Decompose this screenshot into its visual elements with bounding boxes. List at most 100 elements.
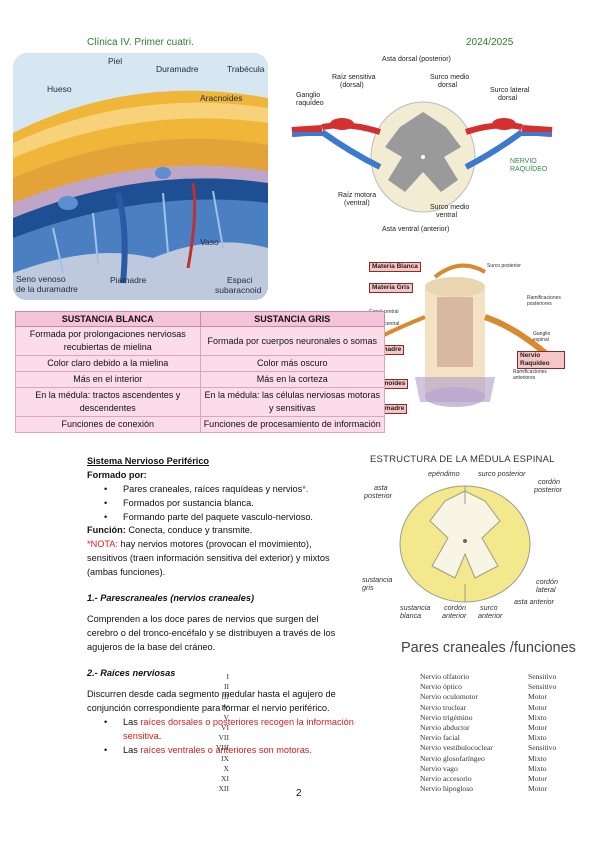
label-surco-posterior: surco posterior (478, 469, 526, 478)
bullet-red-text: raíces ventrales o anteriores son motora… (140, 745, 312, 755)
label-asta-ventral: Asta ventral (anterior) (382, 226, 450, 233)
comparison-table: SUSTANCIA BLANCA SUSTANCIA GRIS Formada … (15, 311, 385, 433)
label-cordon-anterior-1: cordón (444, 603, 466, 612)
pares-function: Sensitivo (528, 743, 557, 753)
asterisk-mark: *. (302, 484, 309, 494)
label-nervio-2: RAQUÍDEO (510, 166, 548, 173)
pares-number: XI (220, 773, 229, 783)
label-seno-2: de la duramadre (16, 284, 78, 294)
tag-materia-gris: Materia Gris (369, 283, 413, 293)
table-cell: Funciones de conexión (15, 416, 201, 433)
bullet-red-text: sensitiva (123, 731, 159, 741)
label-cordon-posterior-1: cordón (538, 477, 560, 486)
header-course: Clínica IV. Primer cuatri. (87, 37, 194, 48)
pares-function: Motor (528, 722, 547, 732)
label-asta-posterior-2: posterior (364, 491, 392, 500)
tag-materia-blanca: Materia Blanca (369, 262, 421, 272)
spinal-cord-diagram: Asta dorsal (posterior) Raíz sensitiva (… (290, 52, 554, 242)
label-piel: Piel (108, 56, 123, 66)
pares-name: Nervio vestibulococlear (420, 743, 493, 753)
table-cell: Funciones de procesamiento de informació… (199, 416, 385, 433)
page-number: 2 (296, 788, 302, 799)
section-title-snp: Sistema Nervioso Periférico (87, 456, 210, 466)
bullet-text: Formados por sustancia blanca. (123, 498, 254, 508)
pares-number: III (221, 692, 229, 702)
nota-line-3: (ambas funciones). (87, 567, 166, 577)
label-ependimo: epéndimo (428, 469, 460, 478)
funcion-label: Función: (87, 525, 126, 535)
label-surco-lateral-2: dorsal (498, 95, 518, 102)
pares-name: Nervio facial (420, 733, 460, 743)
estructura-title: ESTRUCTURA DE LA MÉDULA ESPINAL (370, 454, 555, 465)
label-ganglio-1: Ganglio (296, 92, 321, 99)
section-title-pares: 1.- Parescraneales (nervios craneales) (87, 593, 255, 603)
pares-name: Nervio abductor (420, 722, 470, 732)
table-cell: Más en el interior (15, 371, 201, 388)
table-header-blanca: SUSTANCIA BLANCA (15, 311, 201, 327)
label-nervio-1: NERVIO (510, 158, 537, 165)
label-raiz-sensitiva-1: Raíz sensitiva (332, 74, 376, 81)
funcion-line: Función: Conecta, conduce y transmite. (87, 523, 252, 537)
tag-nervio-raquideo: Nervio Raquídeo (517, 351, 565, 369)
label-ganglio-2: espinal (533, 337, 549, 343)
sec1-line-1: Comprenden a los doce pares de nervios q… (87, 614, 319, 624)
pares-number: IX (220, 753, 229, 763)
label-ganglio-2: raquídeo (296, 100, 324, 107)
label-espacio-2: subaracnoid (215, 285, 262, 295)
bullet-red-text: raíces dorsales o posteriores recogen la… (140, 717, 354, 727)
estructura-diagram: epéndimo surco posterior cordón posterio… (360, 466, 570, 620)
label-asta-anterior: asta anterior (514, 597, 554, 606)
pares-name: Nervio olfatorio (420, 672, 470, 681)
label-ganglio-1: Ganglio (533, 331, 551, 337)
label-raiz-motora-1: Raíz motora (338, 192, 377, 199)
pares-name: Nervio oculomotor (420, 692, 478, 702)
pares-function: Mixto (528, 753, 547, 763)
label-sustancia-gris-2: gris (362, 583, 374, 592)
label-ramif-post-2: posteriores (527, 301, 552, 307)
label-surco-medio-ventral-1: Surco medio (430, 204, 470, 211)
pares-name: Nervio accesorio (420, 773, 472, 783)
label-ramif-post-1: Ramificaciones (527, 295, 561, 301)
pares-function: Mixto (528, 712, 547, 722)
label-surco-medio-dorsal-2: dorsal (438, 82, 458, 89)
pares-number: VI (220, 722, 229, 732)
label-surco-anterior-2: anterior (478, 611, 503, 620)
table-row: Funciones de conexión Funciones de proce… (15, 416, 385, 433)
label-sustancia-gris-1: sustancia (362, 575, 393, 584)
table-cell: En la médula: tractos ascendentes y desc… (15, 387, 201, 417)
label-cordon-posterior-2: posterior (534, 485, 562, 494)
pares-function: Mixto (528, 763, 547, 773)
table-cell: Más en la corteza (199, 371, 385, 388)
table-header-gris: SUSTANCIA GRIS (199, 311, 385, 327)
label-cordon-anterior-2: anterior (442, 611, 467, 620)
label-vaso: Vaso (200, 237, 219, 247)
label-sustancia-blanca-1: sustancia (400, 603, 431, 612)
pares-function: Motor (528, 692, 547, 702)
label-ramif-ant-2: anteriores (513, 375, 536, 381)
pares-function: Sensitivo (528, 672, 557, 681)
spinal-cord-3d-illustration: Materia Blanca Materia Gris Piamadre Ara… (365, 257, 565, 417)
section-title-raices: 2.- Raíces nerviosas (87, 668, 176, 678)
bullet-suffix: . (158, 731, 162, 741)
label-espacio-1: Espaci (227, 275, 253, 285)
label-cordon-lateral-2: lateral (536, 585, 556, 594)
pares-number: V (223, 712, 229, 722)
pares-number: XII (218, 784, 229, 794)
label-hueso: Hueso (47, 84, 72, 94)
funcion-text: Conecta, conduce y transmite. (125, 525, 253, 535)
pares-name: Nervio troclear (420, 702, 467, 712)
pares-name: Nervio trigémino (420, 712, 473, 722)
pares-function: Mixto (528, 733, 547, 743)
meninges-illustration: Piel Duramadre Trabécula Hueso Aracnoide… (13, 53, 268, 300)
label-raiz-motora-2: (ventral) (344, 200, 370, 207)
bullet-text: Pares craneales, raíces raquídeas y nerv… (123, 484, 303, 494)
table-cell: Color más oscuro (199, 355, 385, 372)
table-cell: Formada por prolongaciones nerviosas rec… (15, 326, 201, 356)
pares-number: I (226, 672, 229, 681)
label-seno-1: Seno venoso (16, 274, 66, 284)
label-surco-medio-ventral-2: ventral (436, 212, 458, 219)
pares-title: Pares craneales /funciones (401, 640, 576, 656)
sec2-line-2: conjunción correspondiente para formar e… (87, 703, 330, 713)
pares-function: Motor (528, 702, 547, 712)
pares-function: Motor (528, 773, 547, 783)
